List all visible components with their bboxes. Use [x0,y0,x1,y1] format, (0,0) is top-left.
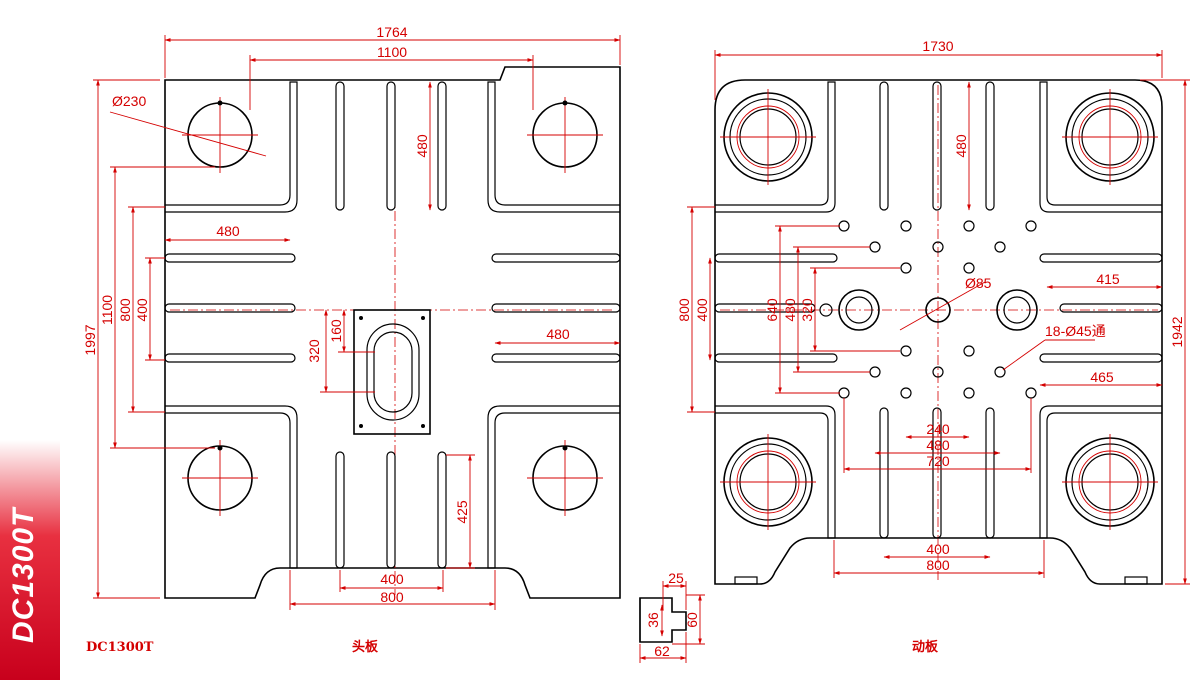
dim-240-h: 240 [926,421,950,437]
dim-36: 36 [645,612,661,628]
dim-1100-top: 1100 [377,44,407,60]
dim-center-dia: Ø85 [965,275,992,291]
dim-hole-dia: Ø230 [112,93,146,109]
dim-1730: 1730 [922,38,953,54]
dim-720-h: 720 [926,453,950,469]
left-platen-view: 1764 1100 Ø230 480 480 480 1997 1100 800… [82,24,621,610]
bolt-hole-pattern [838,220,1037,399]
dim-400-v: 400 [134,298,150,322]
t-slot-detail: 25 36 60 62 [639,570,705,663]
dim-400-v-right: 400 [694,298,710,322]
dim-480-left: 480 [216,223,240,239]
right-view-caption: 动板 [912,639,939,655]
dim-800-h: 800 [380,589,404,605]
dim-480-v: 480 [782,298,798,322]
dim-480-top: 480 [414,134,430,158]
dim-425-v: 425 [454,500,470,524]
dim-1764: 1764 [376,24,407,40]
dim-640-v: 640 [764,298,780,322]
model-label: DC1300T [86,640,154,655]
dim-320-v-right: 320 [799,298,815,322]
note-18-holes: 18-Ø45通 [1045,323,1106,339]
dim-400-h: 400 [380,571,404,587]
tie-bar-bosses [720,89,1158,530]
dim-800-v-right: 800 [676,298,692,322]
dim-480-right: 480 [546,326,570,342]
dim-320-v: 320 [306,339,322,363]
dim-415: 415 [1096,271,1120,287]
dim-465: 465 [1090,369,1114,385]
side-badge [0,440,60,680]
right-platen-outline [714,79,1163,585]
dim-1942: 1942 [1169,316,1185,347]
dim-800-v: 800 [117,298,133,322]
dim-480-top-right: 480 [953,134,969,158]
dim-160-v: 160 [328,319,344,343]
dim-800-h-right: 800 [926,557,950,573]
left-view-caption: 头板 [352,639,379,655]
left-platen-outline [164,66,621,599]
dim-1100-v: 1100 [99,295,115,325]
dim-400-h-right: 400 [926,541,950,557]
side-badge-label: DC1300T [7,507,40,643]
dim-25: 25 [668,570,684,586]
dim-60: 60 [684,612,700,628]
dim-1997: 1997 [82,324,98,355]
dim-480-h: 480 [926,437,950,453]
dim-62: 62 [654,643,670,659]
right-platen-view: 1730 480 Ø85 415 18-Ø45通 465 1942 800 40… [676,38,1190,585]
